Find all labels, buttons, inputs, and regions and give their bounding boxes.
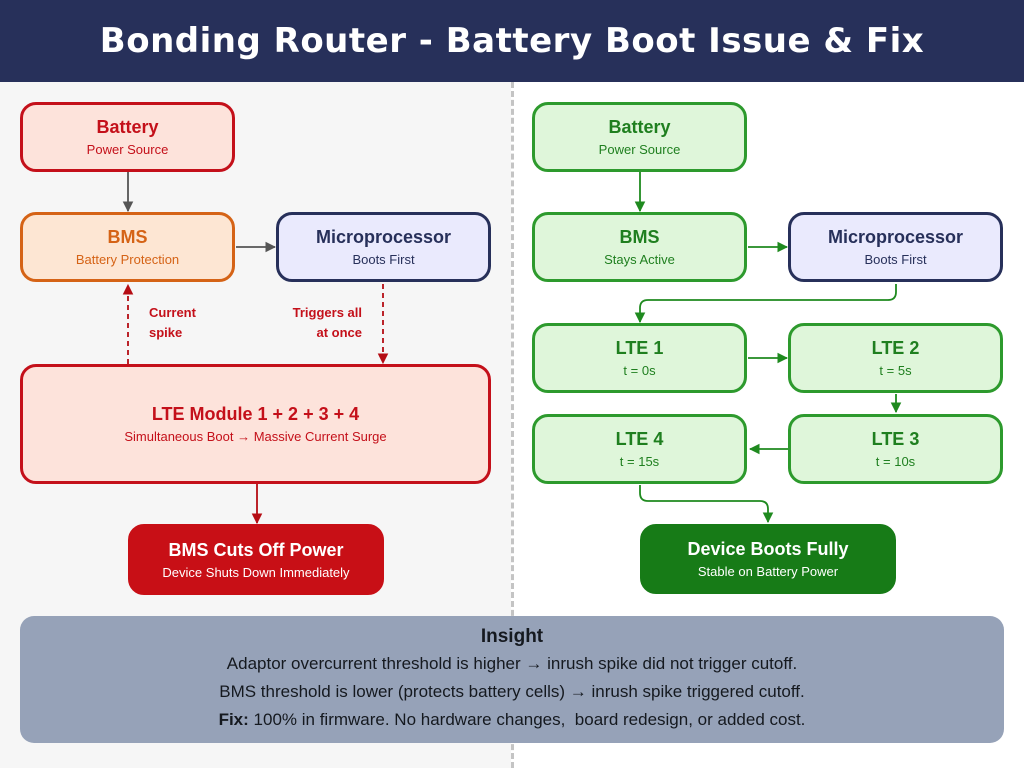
box-title: LTE Module 1 + 2 + 3 + 4	[151, 404, 360, 424]
fix-lte3-box: LTE 3 t = 10s	[788, 414, 1003, 484]
box-subtitle: Boots First	[352, 252, 415, 267]
annot-line: at once	[316, 325, 362, 340]
box-subtitle: Stays Active	[604, 252, 675, 267]
triggers-all-label: Triggers all at once	[262, 303, 362, 343]
insight-line-adaptor: Adaptor overcurrent threshold is higher …	[226, 654, 798, 673]
insight-title: Insight	[480, 626, 544, 647]
box-title: LTE 1	[615, 338, 664, 358]
fix-result-box: Device Boots Fully Stable on Battery Pow…	[640, 524, 896, 594]
box-title: Battery	[96, 117, 159, 137]
box-subtitle: Stable on Battery Power	[697, 564, 839, 579]
box-subtitle: Boots First	[864, 252, 927, 267]
box-title: LTE 4	[615, 429, 664, 449]
box-subtitle: t = 10s	[875, 454, 916, 469]
fix-lte4-box: LTE 4 t = 15s	[532, 414, 747, 484]
annot-line: Current	[149, 305, 196, 320]
problem-lte-box: LTE Module 1 + 2 + 3 + 4 Simultaneous Bo…	[20, 364, 491, 484]
box-title: BMS	[107, 227, 148, 247]
fix-battery-box: Battery Power Source	[532, 102, 747, 172]
fix-lte2-box: LTE 2 t = 5s	[788, 323, 1003, 393]
arrow-lte4-to-boot	[639, 485, 774, 524]
annot-line: Triggers all	[292, 305, 362, 320]
box-subtitle: Simultaneous Boot → Massive Current Surg…	[124, 429, 387, 444]
annot-line: spike	[149, 325, 183, 340]
box-title: Battery	[608, 117, 671, 137]
box-subtitle: Power Source	[86, 142, 169, 157]
arrow-micro-to-lte1	[634, 284, 897, 324]
box-subtitle: Power Source	[598, 142, 681, 157]
box-subtitle: t = 15s	[619, 454, 660, 469]
box-title: BMS Cuts Off Power	[168, 539, 344, 560]
box-title: Microprocessor	[827, 227, 964, 247]
box-title: BMS	[619, 227, 660, 247]
insight-panel: Insight Adaptor overcurrent threshold is…	[20, 616, 1004, 743]
fix-bms-box: BMS Stays Active	[532, 212, 747, 282]
fix-text: 100% in firmware. No hardware changes, b…	[248, 710, 806, 729]
box-subtitle: t = 0s	[623, 363, 656, 378]
fix-label: Fix:	[218, 710, 249, 729]
box-subtitle: Battery Protection	[75, 252, 180, 267]
problem-micro-box: Microprocessor Boots First	[276, 212, 491, 282]
problem-battery-box: Battery Power Source	[20, 102, 235, 172]
box-subtitle: t = 5s	[879, 363, 912, 378]
box-title: Device Boots Fully	[687, 539, 849, 559]
box-title: LTE 2	[871, 338, 920, 358]
insight-line-bms: BMS threshold is lower (protects battery…	[219, 682, 805, 701]
current-spike-label: Current spike	[149, 303, 196, 343]
panel-divider	[511, 82, 514, 768]
fix-lte1-box: LTE 1 t = 0s	[532, 323, 747, 393]
box-title: LTE 3	[871, 429, 920, 449]
insight-line-fix: Fix: 100% in firmware. No hardware chang…	[20, 706, 1004, 734]
box-title: Microprocessor	[315, 227, 452, 247]
problem-result-box: BMS Cuts Off Power Device Shuts Down Imm…	[128, 524, 384, 595]
fix-micro-box: Microprocessor Boots First	[788, 212, 1003, 282]
page-title: Bonding Router - Battery Boot Issue & Fi…	[99, 21, 925, 61]
box-subtitle: Device Shuts Down Immediately	[162, 564, 350, 580]
header-bar: Bonding Router - Battery Boot Issue & Fi…	[0, 0, 1024, 82]
problem-bms-box: BMS Battery Protection	[20, 212, 235, 282]
